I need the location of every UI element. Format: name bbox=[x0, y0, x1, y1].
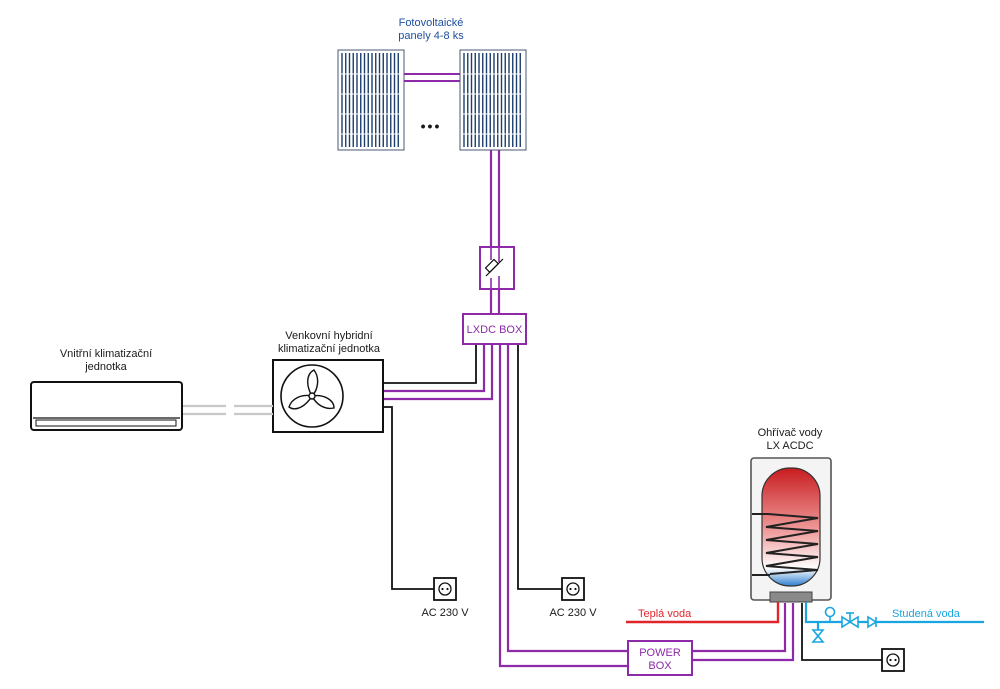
fan-icon bbox=[280, 364, 344, 428]
pv-panels-label-line1: Fotovoltaické bbox=[399, 17, 464, 29]
socket-left bbox=[433, 577, 457, 601]
lxdc-box-label: LXDC BOX bbox=[467, 324, 523, 336]
pv-panel-left bbox=[337, 49, 405, 151]
water-heater-label-line1: Ohřívač vody bbox=[758, 427, 823, 439]
socket-right bbox=[561, 577, 585, 601]
outdoor-unit bbox=[272, 359, 384, 433]
power-box-label-line2: BOX bbox=[648, 660, 672, 672]
indoor-unit-label-line2: jednotka bbox=[84, 361, 127, 373]
refrigerant-pipes bbox=[182, 404, 273, 416]
more-panels-ellipsis: ••• bbox=[421, 118, 442, 134]
water-heater bbox=[750, 457, 832, 603]
safety-valve-icon bbox=[811, 629, 825, 643]
fuse-icon bbox=[484, 258, 504, 277]
ac-wires bbox=[383, 344, 882, 661]
outdoor-unit-label-line1: Venkovní hybridní bbox=[285, 330, 372, 342]
pv-panel-right bbox=[459, 49, 527, 151]
hot-water-label: Teplá voda bbox=[638, 608, 692, 620]
check-valve-icon bbox=[867, 615, 878, 629]
indoor-unit bbox=[30, 381, 183, 431]
shutoff-valve-icon bbox=[841, 612, 859, 629]
heat-exchanger-coil-icon bbox=[752, 513, 819, 576]
cold-water-fittings bbox=[811, 606, 878, 643]
lxdc-box: LXDC BOX bbox=[462, 313, 527, 345]
water-heater-label-line2: LX ACDC bbox=[766, 440, 813, 452]
socket-right-label: AC 230 V bbox=[549, 607, 597, 619]
pv-panels-label-line2: panely 4-8 ks bbox=[398, 30, 464, 42]
socket-heater bbox=[881, 648, 905, 672]
power-box: POWER BOX bbox=[627, 640, 693, 676]
power-box-label-line1: POWER bbox=[639, 647, 681, 659]
indoor-unit-label-line1: Vnitřní klimatizační bbox=[60, 348, 152, 360]
hot-water-pipe bbox=[626, 602, 780, 624]
dc-wires bbox=[383, 150, 795, 668]
pv-panel-link bbox=[404, 73, 460, 82]
cold-water-label: Studená voda bbox=[892, 608, 961, 620]
outdoor-unit-label-line2: klimatizační jednotka bbox=[278, 343, 381, 355]
socket-left-label: AC 230 V bbox=[421, 607, 469, 619]
pressure-gauge-icon bbox=[824, 606, 836, 622]
dc-disconnector bbox=[479, 246, 515, 290]
